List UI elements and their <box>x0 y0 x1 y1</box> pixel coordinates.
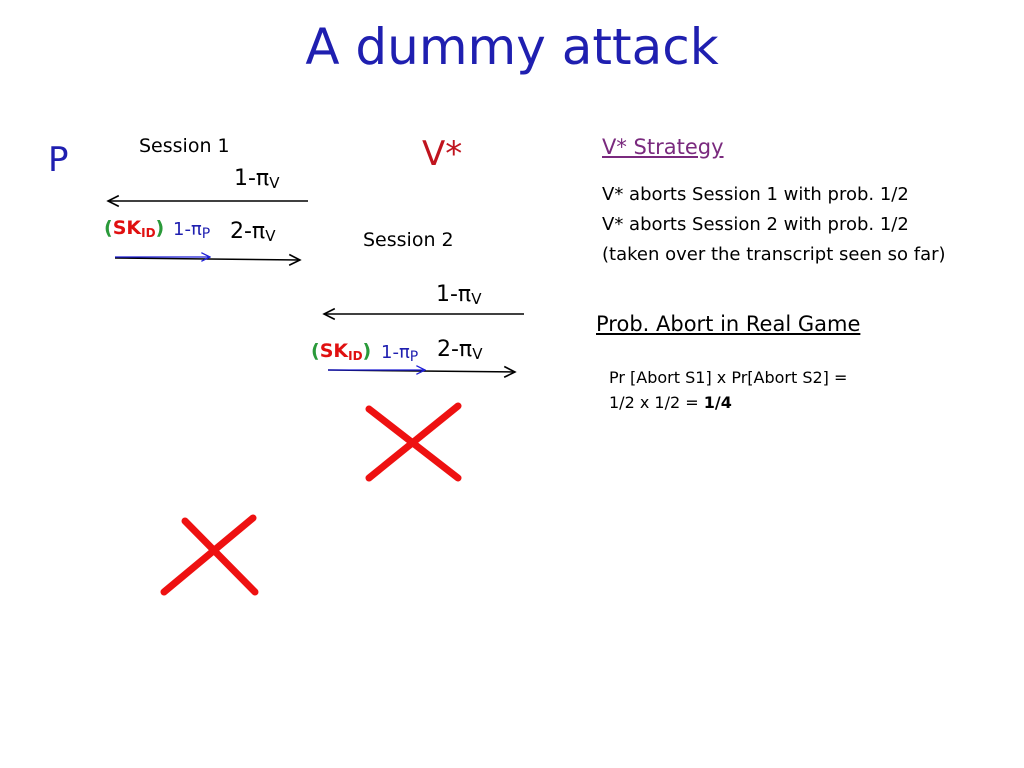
session2-verifier-msg2: 2-πV <box>437 337 483 363</box>
abort-cross-session1 <box>160 514 259 596</box>
abort-prob-heading: Prob. Abort in Real Game <box>596 312 861 336</box>
session1-sk-id: (SKID) <box>104 217 165 240</box>
session2-label: Session 2 <box>363 229 454 251</box>
abort-cross-session2 <box>365 402 462 482</box>
abort-prob-line1: Pr [Abort S1] x Pr[Abort S2] = <box>609 368 848 387</box>
session1-label: Session 1 <box>139 135 230 157</box>
session2-prover-msg: 1-πP <box>381 342 419 365</box>
strategy-line: (taken over the transcript seen so far) <box>602 244 946 265</box>
abort-prob-line2: 1/2 x 1/2 = 1/4 <box>609 393 732 412</box>
session1-verifier-msg: 1-πV <box>234 166 280 192</box>
prover-label: P <box>48 140 69 180</box>
abort-prob-calculation: Pr [Abort S1] x Pr[Abort S2] = 1/2 x 1/2… <box>609 365 847 415</box>
session1-verifier-msg2: 2-πV <box>230 219 276 245</box>
session2-verifier-msg: 1-πV <box>436 282 482 308</box>
strategy-heading: V* Strategy <box>602 135 724 159</box>
session1-prover-msg: 1-πP <box>173 219 211 242</box>
strategy-line: V* aborts Session 1 with prob. 1/2 <box>602 184 909 205</box>
strategy-lines: V* aborts Session 1 with prob. 1/2 V* ab… <box>602 180 946 270</box>
abort-prob-result: 1/4 <box>703 393 732 412</box>
slide-title: A dummy attack <box>305 18 719 76</box>
session2-sk-id: (SKID) <box>311 340 372 363</box>
session1-p-to-v-arrow <box>114 258 300 260</box>
verifier-label: V* <box>422 134 463 174</box>
strategy-line: V* aborts Session 2 with prob. 1/2 <box>602 214 909 235</box>
